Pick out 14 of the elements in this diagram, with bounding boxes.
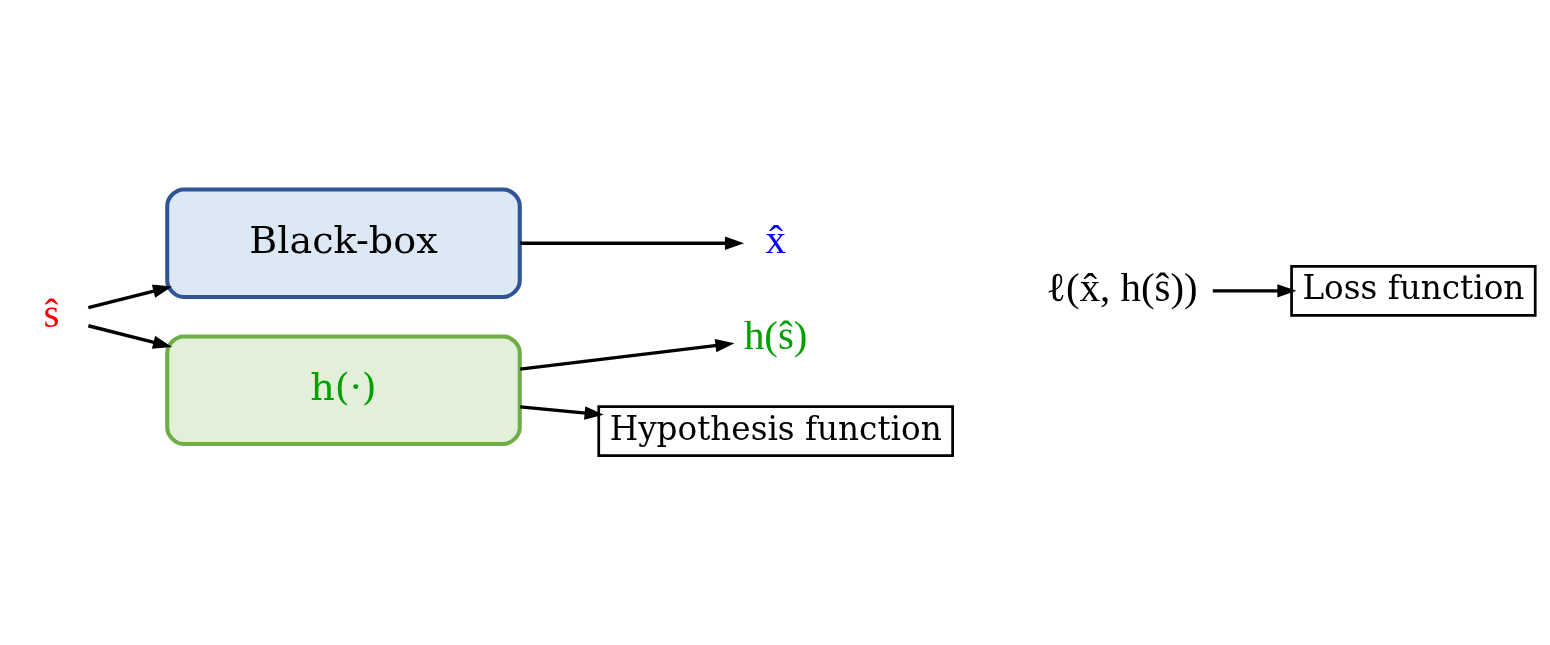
node-text: ŝ <box>43 290 60 336</box>
arrow <box>87 324 173 349</box>
node-text: h(ŝ) <box>743 312 808 358</box>
arrow <box>1212 284 1297 298</box>
node-text: x̂ <box>765 217 786 263</box>
node-box: Loss function <box>1290 265 1537 317</box>
node-text: ℓ(x̂, h(ŝ)) <box>1046 265 1198 311</box>
arrow <box>519 338 735 371</box>
arrow <box>520 405 604 420</box>
arrow <box>520 236 744 250</box>
node-box: Black-box <box>165 187 522 300</box>
arrow <box>87 284 173 310</box>
node-box: h(·) <box>165 334 522 447</box>
node-box: Hypothesis function <box>597 405 954 457</box>
